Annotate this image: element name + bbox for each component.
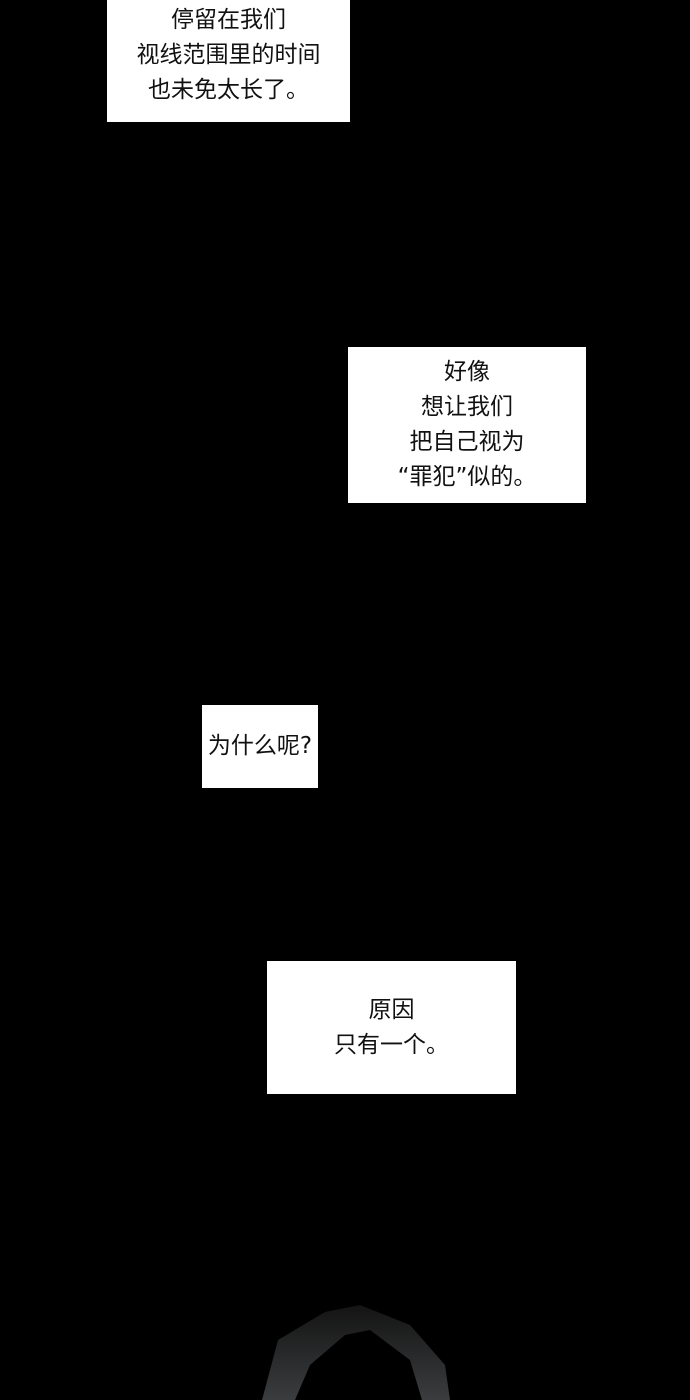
text-line: 原因 (368, 996, 415, 1023)
text-line: 停留在我们 (171, 7, 286, 33)
speech-box-4: 原因 只有一个。 (267, 961, 516, 1094)
text-line: 为什么呢? (207, 733, 313, 759)
text-line: 只有一个。 (334, 1031, 449, 1058)
text-line: 好像 (444, 359, 490, 385)
text-line: 也未免太长了。 (148, 77, 309, 103)
speech-box-3: 为什么呢? (202, 705, 318, 788)
text-line: “罪犯”似的。 (397, 464, 537, 490)
text-line: 把自己视为 (409, 429, 525, 455)
text-line: 视线范围里的时间 (136, 42, 321, 68)
dark-arch-silhouette (262, 1305, 450, 1400)
speech-box-1: 停留在我们 视线范围里的时间 也未免太长了。 (107, 0, 350, 122)
speech-box-2: 好像 想让我们 把自己视为 “罪犯”似的。 (348, 347, 586, 503)
text-line: 想让我们 (421, 394, 513, 420)
